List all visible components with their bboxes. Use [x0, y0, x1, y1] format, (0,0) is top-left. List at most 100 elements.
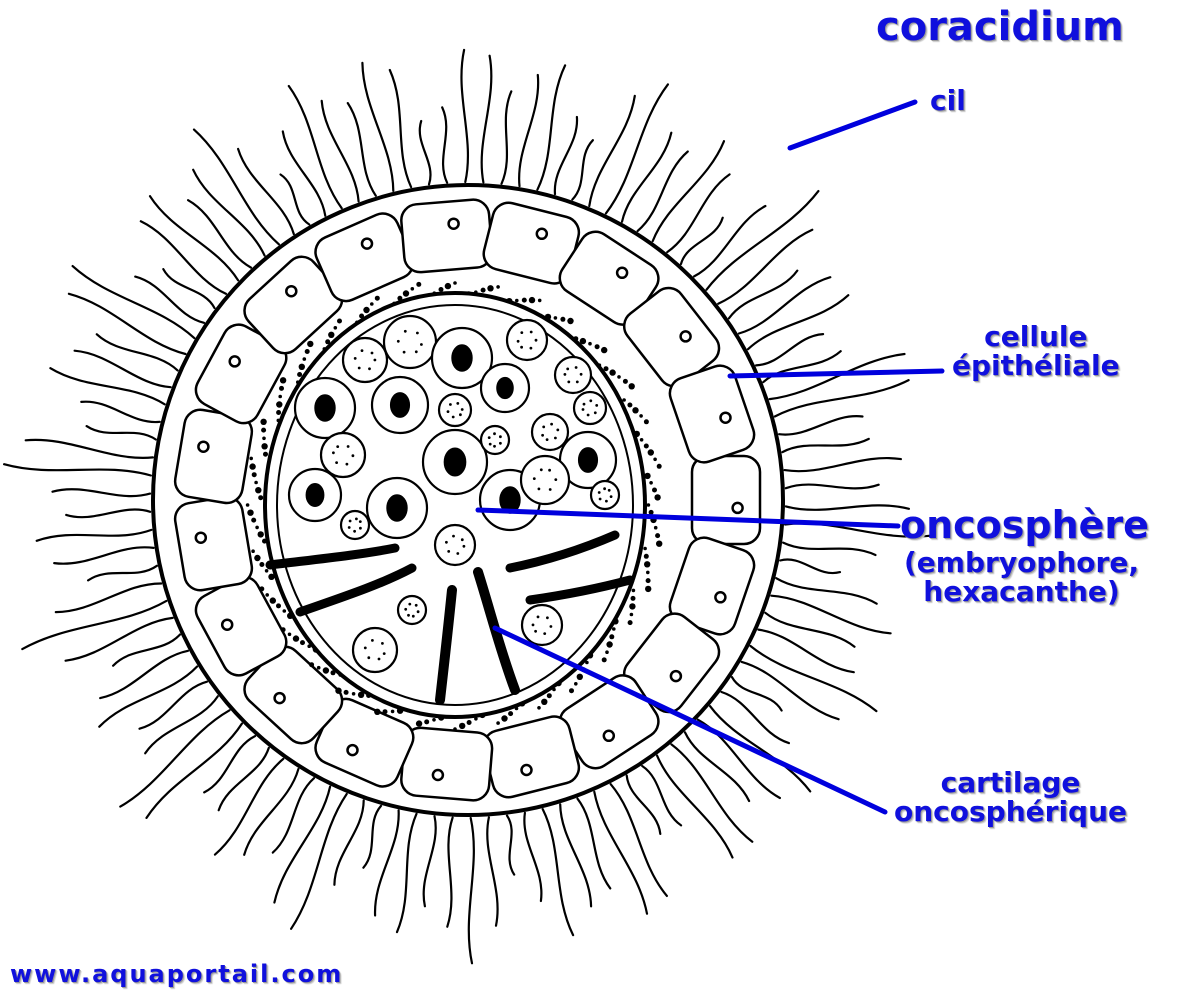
cilium	[593, 790, 649, 915]
granule	[594, 344, 600, 350]
granule	[629, 603, 636, 610]
cell-stipple	[449, 403, 452, 406]
cilium	[388, 68, 413, 189]
granule	[569, 688, 574, 694]
cell-stipple	[445, 540, 448, 544]
cilium	[720, 690, 790, 745]
granule	[282, 609, 287, 613]
cell-stipple	[493, 444, 496, 448]
granule	[251, 549, 255, 553]
cell-stipple	[499, 441, 502, 445]
epithelial-cell-nucleus	[714, 591, 727, 604]
cilium	[54, 582, 163, 614]
granule	[330, 670, 336, 676]
cilium	[320, 99, 360, 203]
cilium	[746, 294, 850, 351]
cilium	[99, 649, 190, 700]
cell-nucleus	[451, 344, 473, 372]
granule	[260, 418, 267, 425]
oncosphere-cell	[341, 336, 389, 384]
granule	[546, 693, 552, 699]
granule	[655, 533, 661, 539]
cell-stipple	[456, 402, 460, 405]
granule	[255, 525, 259, 530]
cilium	[480, 54, 493, 184]
cell-stipple	[545, 438, 549, 441]
cell-stipple	[414, 603, 418, 607]
cell-stipple	[516, 339, 520, 343]
oncosphere-cell	[505, 318, 549, 362]
granule	[537, 298, 542, 303]
epithelial-cell-nucleus	[615, 266, 629, 280]
epithelial-cell-nucleus	[194, 531, 208, 544]
granule	[432, 718, 436, 722]
cilium	[773, 379, 910, 418]
epithelial-cell-layer	[173, 198, 762, 802]
cell-stipple	[358, 520, 362, 523]
granule	[646, 570, 650, 575]
granule	[278, 394, 283, 399]
cell-stipple	[532, 477, 536, 480]
cell-stipple	[589, 399, 593, 403]
cell-stipple	[548, 468, 551, 472]
label-cartilage-line2: oncosphérique	[894, 795, 1128, 829]
cell-stipple	[359, 526, 362, 530]
granule	[402, 290, 410, 297]
granule	[567, 317, 574, 325]
cell-stipple	[460, 408, 464, 411]
cell-stipple	[554, 478, 558, 481]
granule	[560, 316, 566, 322]
cilium	[709, 705, 812, 793]
cilium	[559, 803, 593, 908]
granule	[382, 709, 388, 715]
cilium	[784, 483, 880, 490]
granule	[585, 660, 589, 665]
epithelial-cell-nucleus	[285, 284, 298, 298]
cilium	[705, 190, 820, 291]
oncosphere-cell	[351, 626, 399, 674]
granule	[622, 378, 628, 384]
cilium	[500, 90, 513, 185]
cell-nucleus	[443, 447, 467, 477]
cell-stipple	[363, 646, 367, 650]
granule	[292, 635, 300, 642]
cilium	[213, 757, 285, 856]
granule	[645, 578, 651, 584]
oncosphere-cell	[339, 509, 371, 541]
granule	[508, 711, 514, 717]
leader-line-oncosphere	[475, 507, 901, 529]
label-oncosphere-sub-line1: (embryophore,	[904, 546, 1139, 579]
granule	[325, 339, 331, 345]
granule	[480, 287, 486, 293]
granule	[612, 627, 616, 631]
granule	[322, 667, 330, 674]
cell-stipple	[353, 529, 356, 533]
cilium	[523, 811, 543, 903]
oncosphere-cell	[520, 603, 564, 647]
granule	[259, 562, 265, 567]
oncosphere-cell	[553, 355, 593, 395]
cell-stipple	[403, 329, 407, 333]
cilium	[576, 797, 612, 890]
granule	[264, 569, 269, 573]
granule	[521, 297, 527, 303]
cilium	[505, 814, 516, 876]
granule	[606, 641, 613, 648]
cell-nucleus	[386, 494, 408, 522]
epithelial-cell-nucleus	[602, 729, 616, 743]
cell-stipple	[336, 445, 340, 448]
granule	[370, 302, 374, 306]
granule	[333, 326, 338, 330]
cell-stipple	[563, 373, 567, 376]
granule	[269, 597, 276, 604]
cell-stipple	[579, 372, 583, 376]
cilium	[139, 220, 227, 295]
hook-right-upper	[505, 530, 620, 573]
cilium	[717, 228, 814, 305]
cell-stipple	[451, 415, 455, 419]
cilium	[395, 812, 418, 934]
cilium	[287, 84, 343, 210]
cilium	[683, 731, 751, 803]
cilium	[290, 792, 348, 930]
granule	[646, 503, 651, 507]
